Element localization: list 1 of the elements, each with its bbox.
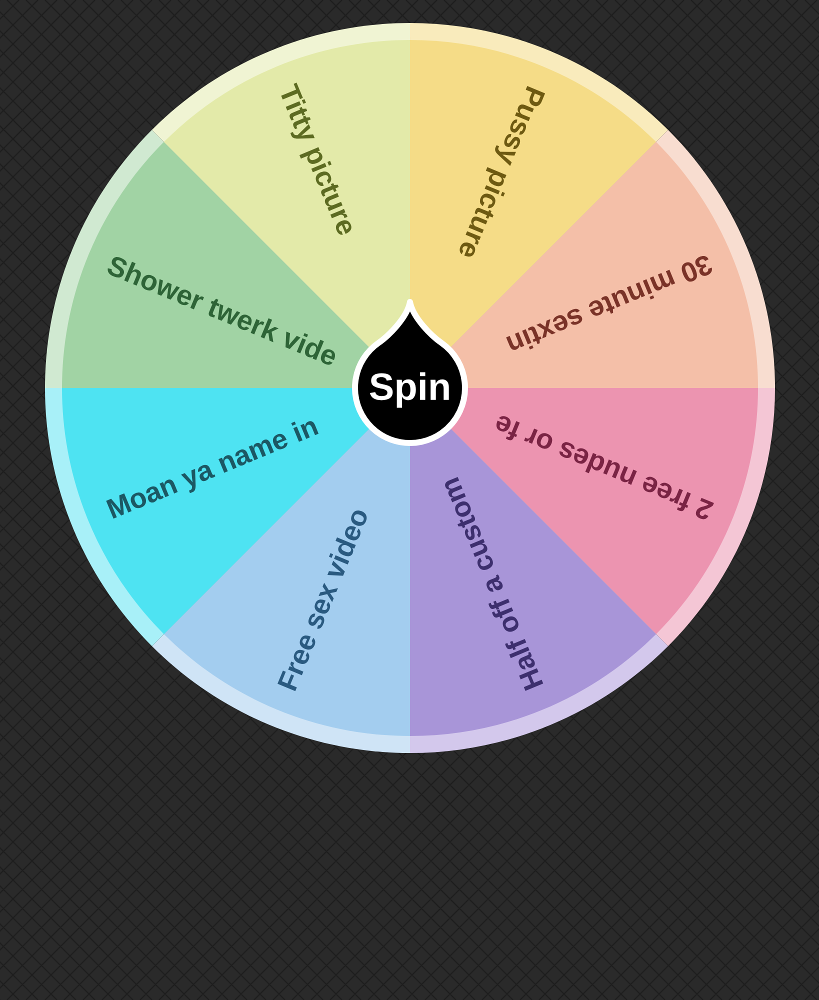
spin-button: Spin	[352, 299, 468, 446]
